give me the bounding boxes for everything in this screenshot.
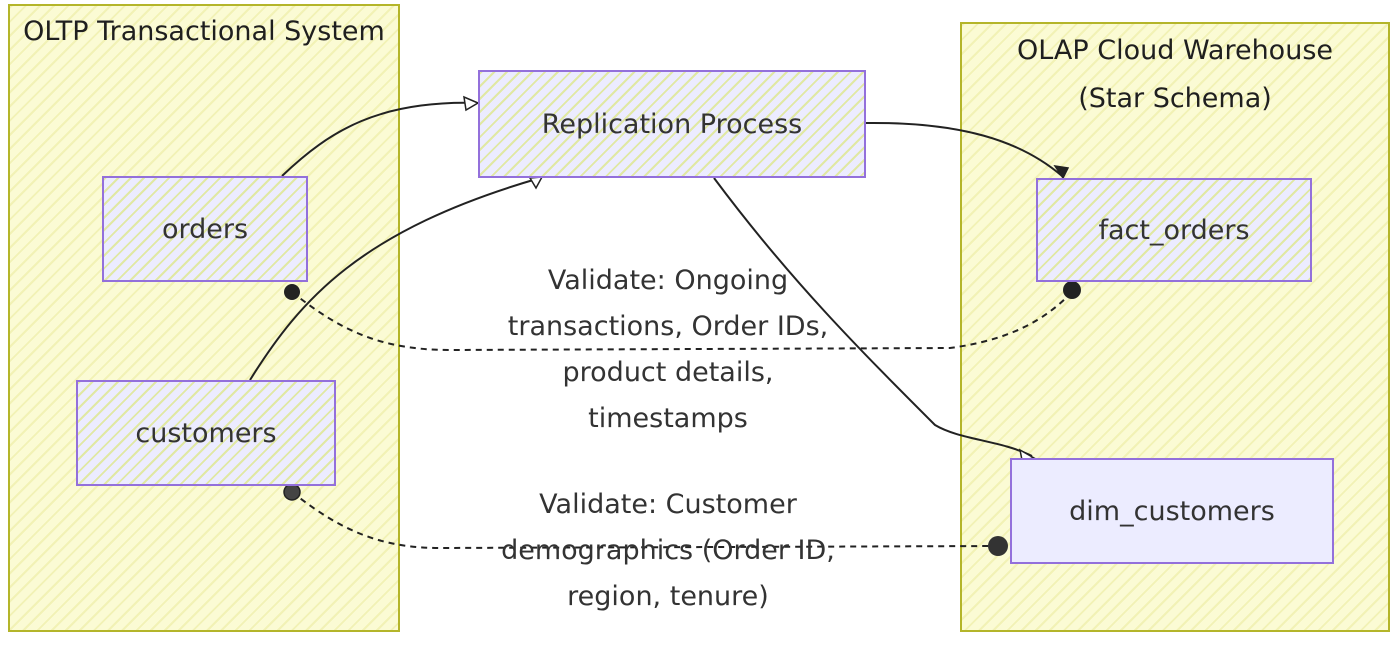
arrowhead-replication-from-customers <box>528 176 544 190</box>
edge-customers-to-dim-customers-validation <box>291 491 999 550</box>
orders-validation-line-1: Validate: Ongoing <box>547 265 789 296</box>
replication-process-node[interactable]: Replication Process <box>478 70 866 178</box>
orders-validation-line-3: product details, <box>562 357 774 388</box>
arrowhead-replication-from-orders <box>463 95 480 112</box>
orders-node[interactable]: orders <box>102 176 308 282</box>
fact-orders-node-label: fact_orders <box>1098 214 1250 246</box>
edge-replication-to-dim-customers <box>713 177 1033 457</box>
validation-end-customers <box>283 483 301 501</box>
dim-customers-node-label: dim_customers <box>1069 495 1275 527</box>
orders-validation-line-2: transactions, Order IDs, <box>507 311 829 342</box>
olap-cluster-title-line1: OLAP Cloud Warehouse <box>1016 35 1333 66</box>
customers-validation-line-3: region, tenure) <box>567 581 769 612</box>
customers-node-label: customers <box>135 417 277 449</box>
orders-node-label: orders <box>161 213 249 245</box>
orders-validation-label: Validate: Ongoing transactions, Order ID… <box>468 258 868 442</box>
validation-end-fact-orders <box>1063 281 1081 299</box>
validation-end-dim-customers <box>988 536 1008 556</box>
customers-validation-line-1: Validate: Customer <box>539 489 797 520</box>
edge-customers-to-replication <box>249 177 541 381</box>
customers-node[interactable]: customers <box>76 380 336 486</box>
replication-process-node-label: Replication Process <box>541 108 803 140</box>
arrowhead-fact-orders <box>1053 164 1070 180</box>
oltp-cluster-title: OLTP Transactional System <box>23 16 385 47</box>
edge-replication-to-fact-orders <box>865 121 1063 177</box>
dim-customers-node[interactable]: dim_customers <box>1010 458 1334 564</box>
fact-orders-node[interactable]: fact_orders <box>1036 178 1312 282</box>
customers-validation-line-2: demographics (Order ID, <box>501 535 835 566</box>
oltp-cluster: OLTP Transactional System <box>8 4 400 632</box>
orders-validation-line-4: timestamps <box>588 403 748 434</box>
olap-cluster-title-line2: (Star Schema) <box>1078 83 1272 114</box>
validation-end-orders <box>284 284 300 300</box>
edge-orders-to-replication <box>281 101 479 177</box>
customers-validation-label: Validate: Customer demographics (Order I… <box>468 482 868 620</box>
